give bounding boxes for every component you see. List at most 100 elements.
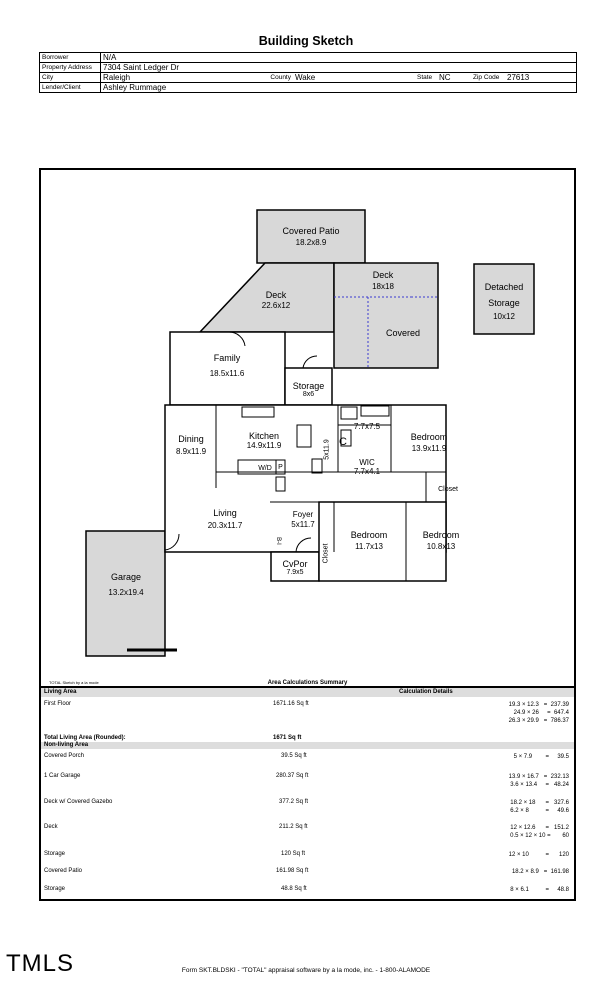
deck-right-dim: 18x18	[372, 282, 394, 291]
cvpor-label: CvPor	[282, 559, 308, 569]
detached-storage-area	[473, 263, 535, 335]
row-calc: 18.2 × 18 = 327.6 6.2 × 8 = 49.6	[510, 800, 569, 814]
row-calc: 13.9 × 16.7 = 232.13 3.6 × 13.4 = 48.24	[508, 774, 569, 788]
page-title: Building Sketch	[258, 34, 354, 48]
storage-label: Storage	[292, 381, 325, 391]
bedroom1-label: Bedroom	[410, 432, 448, 442]
cvpor-area	[270, 551, 320, 582]
covered-label: Covered	[385, 328, 421, 338]
row-name: Storage	[44, 851, 66, 857]
summary-title: Area Calculations Summary	[267, 680, 348, 686]
row-area: 39.5 Sq ft	[281, 753, 307, 759]
lender-label: Lender/Client	[39, 82, 101, 93]
covered-patio-area	[256, 209, 366, 264]
city-label: City	[39, 72, 101, 83]
nonliving-heading: Non-living Area	[44, 742, 89, 748]
row-calc: 5 × 7.9 = 39.5	[513, 754, 569, 760]
borrower-label: Borrower	[39, 52, 101, 63]
bedroom1-dim: 13.9x11.9	[411, 444, 447, 453]
state-value: NC	[437, 72, 471, 83]
lender-value: Ashley Rummage	[100, 82, 577, 93]
row-area: 120 Sq ft	[281, 851, 306, 857]
floor-plan-drawing	[85, 209, 535, 657]
nonliving-bar: Non-living Area	[41, 742, 574, 749]
row-area: 377.2 Sq ft	[279, 799, 309, 805]
form-footer: Form SKT.BLDSKI - "TOTAL" appraisal soft…	[181, 967, 431, 974]
closet-label: Closet	[438, 486, 458, 493]
bedroom-lower-block	[318, 501, 447, 582]
row-area: 48.8 Sq ft	[281, 886, 307, 892]
kitchen-label: Kitchen	[248, 431, 280, 441]
first-floor-calc: 19.3 × 12.3 = 237.39 24.9 × 26 = 647.4 2…	[508, 702, 569, 724]
living-label: Living	[213, 508, 237, 518]
summary-header-bar: Living Area Calculation Details	[41, 688, 574, 697]
row-calc: 12 × 10 = 120	[508, 852, 569, 858]
bedroom2-dim: 11.7x13	[355, 542, 383, 551]
living-dim: 20.3x11.7	[207, 521, 243, 530]
deck-right-area	[333, 262, 439, 369]
wic-dim: 7.7x4.1	[353, 467, 381, 476]
row-name: 1 Car Garage	[44, 773, 81, 779]
row-name: Deck	[44, 824, 58, 830]
row-name: Storage	[44, 886, 66, 892]
family-dim: 18.5x11.6	[209, 369, 245, 378]
city-value: Raleigh	[100, 72, 265, 83]
covered-patio-label: Covered Patio	[282, 226, 340, 236]
county-label: County	[265, 72, 293, 83]
foyer-dim: 5x11.7	[291, 520, 315, 529]
closet-vertical-label: Closet	[322, 543, 330, 564]
covered-patio-dim: 18.2x8.9	[295, 238, 327, 247]
family-label: Family	[213, 353, 241, 363]
zip-label: Zip Code	[471, 72, 505, 83]
calc-details-heading: Calculation Details	[399, 689, 453, 695]
property-info-table: Borrower N/A Property Address 7304 Saint…	[39, 52, 577, 93]
row-name: Deck w/ Covered Gazebo	[44, 799, 113, 805]
borrower-value: N/A	[100, 52, 577, 63]
foyer-label: Foyer	[292, 510, 314, 519]
storage-dim: 8x6	[302, 391, 315, 398]
family-room	[169, 331, 286, 406]
bedroom2-label: Bedroom	[350, 530, 388, 540]
bath-dim: 7.7x7.5	[353, 422, 381, 431]
row-name: Covered Porch	[44, 753, 85, 759]
cvpor-dim: 7.9x5	[286, 569, 304, 576]
garage-dim: 13.2x19.4	[108, 588, 144, 597]
pantry-label: P	[278, 464, 283, 471]
living-area-heading: Living Area	[44, 689, 77, 695]
deck-right-label: Deck	[372, 270, 394, 280]
address-value: 7304 Saint Ledger Dr	[100, 62, 577, 73]
bath2-dim: 5x11.9	[323, 439, 331, 460]
deck-left-label: Deck	[265, 290, 287, 300]
row-name: Covered Patio	[44, 868, 83, 874]
wic-label: WIC	[359, 458, 375, 467]
bedroom3-label: Bedroom	[422, 530, 460, 540]
dining-dim: 8.9x11.9	[175, 447, 207, 456]
sketch-credit: TOTAL Sketch by a la mode	[49, 680, 99, 685]
tmls-logo: TMLS	[6, 950, 75, 977]
builtin-label: B-I	[275, 537, 281, 545]
total-living-label: Total Living Area (Rounded):	[44, 735, 126, 741]
first-floor-area: 1671.16 Sq ft	[273, 701, 309, 707]
zip-value: 27613	[505, 72, 577, 83]
bath-closet-label: C	[339, 436, 347, 448]
dining-label: Dining	[178, 434, 204, 444]
garage-area	[85, 530, 166, 657]
total-living-value: 1671 Sq ft	[273, 735, 302, 741]
row-calc: 12 × 12.6 = 151.2 0.5 × 12 × 10 = 60	[510, 825, 569, 839]
address-label: Property Address	[39, 62, 101, 73]
row-area: 280.37 Sq ft	[276, 773, 309, 779]
area-summary: Area Calculations Summary Living Area Ca…	[39, 680, 576, 901]
detached-storage-label: Storage	[488, 298, 520, 308]
row-area: 211.2 Sq ft	[279, 824, 308, 830]
detached-storage-dim: 10x12	[493, 312, 515, 321]
floor-plan: Covered Patio 18.2x8.9 Deck 22.6x12 Deck…	[39, 168, 576, 688]
detached-label: Detached	[484, 282, 524, 292]
wd-label: W/D	[258, 465, 272, 472]
row-area: 161.98 Sq ft	[276, 868, 309, 874]
row-calc: 8 × 6.1 = 48.8	[510, 887, 569, 893]
county-value: Wake	[293, 72, 415, 83]
first-floor-label: First Floor	[44, 701, 71, 707]
state-label: State	[415, 72, 437, 83]
bedroom3-dim: 10.8x13	[426, 542, 456, 551]
garage-label: Garage	[110, 572, 142, 582]
